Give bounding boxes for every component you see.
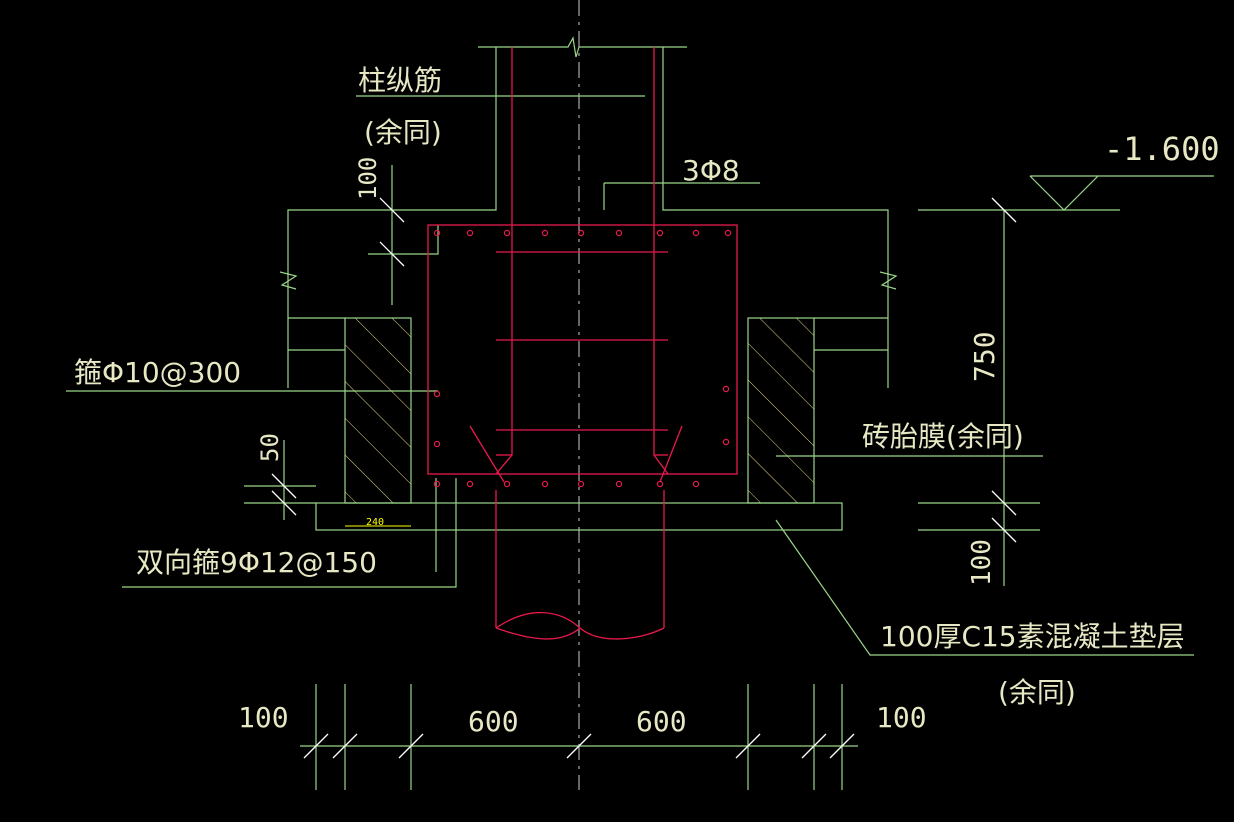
dim-side-offset: 50 bbox=[256, 433, 284, 462]
column-bars-note: (余同) bbox=[364, 116, 442, 149]
rebar-dot bbox=[503, 480, 511, 488]
rebar-dot bbox=[577, 229, 585, 237]
dim-top-offset: 100 bbox=[354, 157, 382, 200]
rebar-dot bbox=[577, 480, 585, 488]
dimension-ticks bbox=[271, 197, 1017, 759]
dim-brick-width: 240 bbox=[366, 517, 384, 528]
brick-hatch-left bbox=[345, 318, 411, 503]
rebar-dot bbox=[722, 385, 730, 393]
cushion-label: 100厚C15素混凝土垫层 bbox=[880, 620, 1185, 653]
rebar-dot bbox=[722, 438, 730, 446]
bottom-mesh-label: 双向箍9Φ12@150 bbox=[136, 546, 377, 579]
rebar-dot bbox=[466, 480, 474, 488]
rebar-dot bbox=[615, 480, 623, 488]
elevation-label: -1.600 bbox=[1104, 130, 1220, 168]
brick-mold-label: 砖胎膜(余同) bbox=[862, 420, 1024, 453]
rebar-dot bbox=[433, 229, 441, 237]
rebar-dot bbox=[503, 229, 511, 237]
rebar-dot bbox=[615, 229, 623, 237]
rebar-dot bbox=[541, 229, 549, 237]
rebar-dot bbox=[433, 480, 441, 488]
top-bars-label: 3Φ8 bbox=[682, 154, 740, 187]
brick-hatch-right bbox=[748, 318, 814, 503]
dim-plan-left: 600 bbox=[468, 705, 519, 738]
rebar-dot bbox=[692, 480, 700, 488]
dim-plan-right-edge: 100 bbox=[876, 701, 927, 734]
dim-height: 750 bbox=[968, 331, 1001, 382]
dim-plan-left-edge: 100 bbox=[238, 701, 289, 734]
dim-bottom-thickness: 100 bbox=[967, 539, 997, 586]
cushion-note: (余同) bbox=[998, 676, 1076, 709]
rebar-dot bbox=[433, 440, 441, 448]
rebar-dot bbox=[656, 229, 664, 237]
rebar-dot bbox=[466, 229, 474, 237]
dim-plan-right: 600 bbox=[636, 705, 687, 738]
rebar-dot bbox=[656, 480, 664, 488]
rebar-dot bbox=[692, 229, 700, 237]
column-bars-label: 柱纵筋 bbox=[358, 64, 442, 97]
rebar-dots bbox=[433, 229, 732, 488]
stirrups-label: 箍Φ10@300 bbox=[74, 356, 241, 389]
rebar-dot bbox=[724, 229, 732, 237]
rebar-geometry bbox=[427, 47, 738, 640]
rebar-dot bbox=[541, 480, 549, 488]
rebar-dot bbox=[433, 390, 441, 398]
